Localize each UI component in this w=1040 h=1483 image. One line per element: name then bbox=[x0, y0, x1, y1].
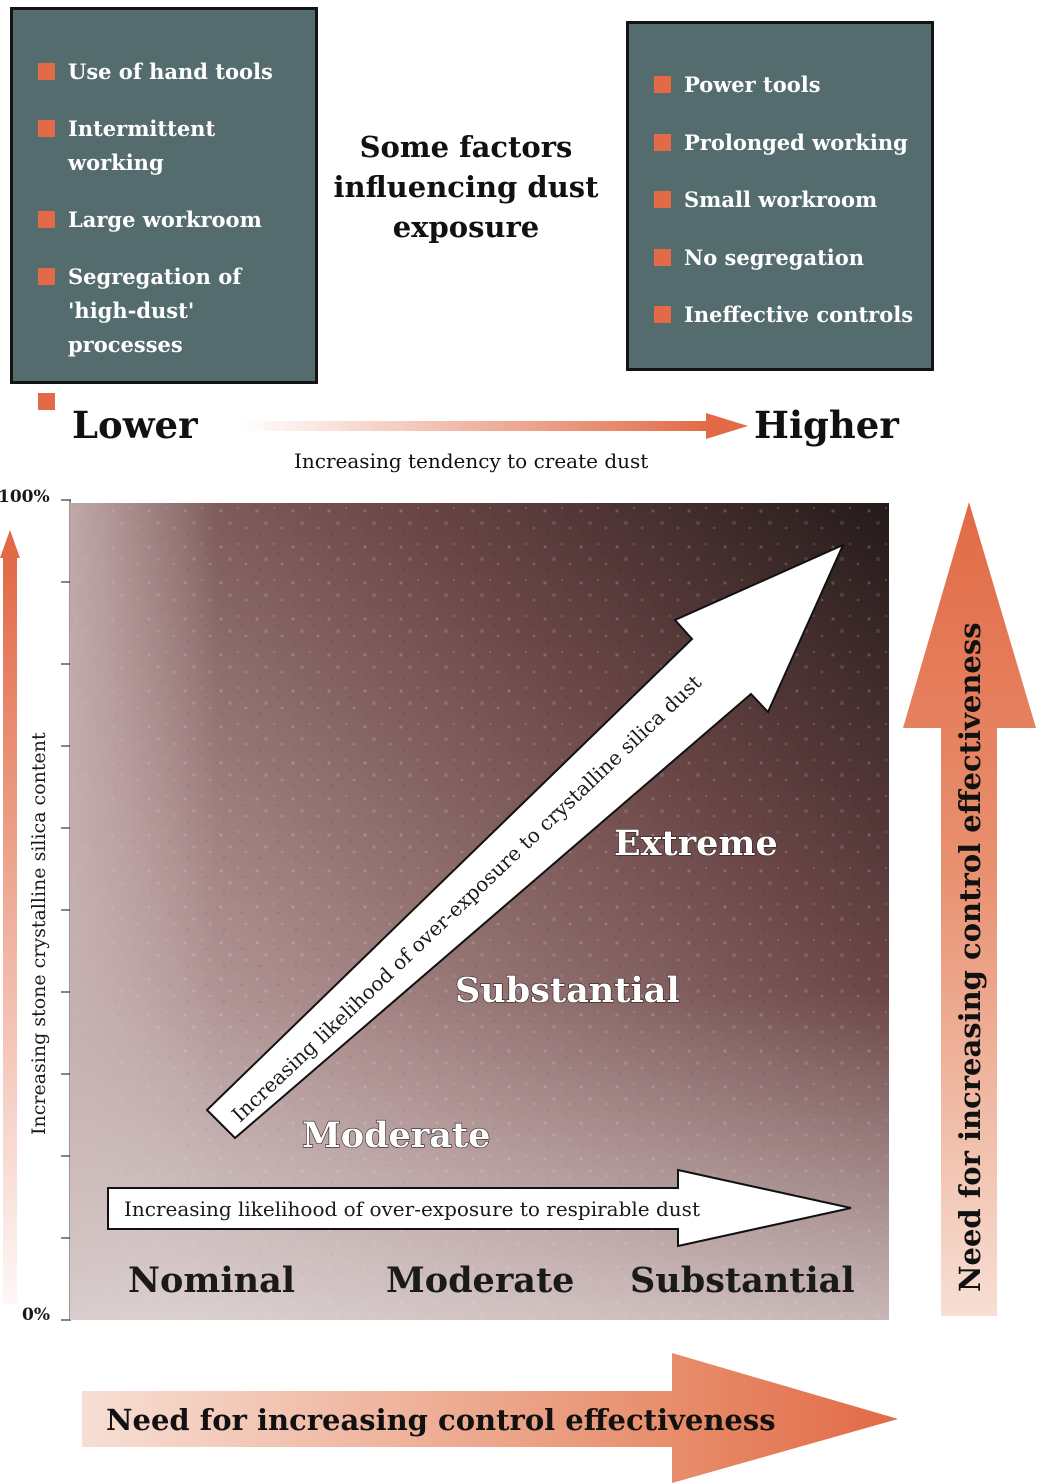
bullet-icon bbox=[654, 133, 671, 151]
bullet-icon bbox=[38, 211, 55, 228]
y-top-label: 100% bbox=[0, 487, 50, 507]
right-control-label: Need for increasing control effectivenes… bbox=[953, 622, 987, 1292]
respirable-exposure-arrow: Increasing likelihood of over-exposure t… bbox=[107, 1168, 852, 1248]
dust-level-substantial: Substantial bbox=[630, 1260, 855, 1301]
y-bottom-label: 0% bbox=[22, 1305, 50, 1325]
factor-item: Small workroom bbox=[629, 183, 931, 217]
factor-item: Power tools bbox=[629, 68, 931, 102]
low-dust-factors-box: Use of hand tools Intermittent working L… bbox=[10, 7, 318, 414]
control-effectiveness-arrow-right: Need for increasing control effectivenes… bbox=[903, 502, 1036, 1316]
diagram-title: Some factors influencing dust exposure bbox=[333, 130, 599, 244]
y-axis-label: Increasing stone crystalline silica cont… bbox=[28, 732, 50, 1135]
silica-content-arrow bbox=[0, 530, 20, 1304]
y-axis-ticks bbox=[61, 499, 71, 1321]
scale-low-label: Lower bbox=[72, 403, 198, 447]
horizontal-arrow-label: Increasing likelihood of over-exposure t… bbox=[124, 1197, 700, 1221]
bullet-icon bbox=[654, 306, 671, 323]
factor-item: Ineffective controls bbox=[629, 298, 931, 332]
tendency-arrow bbox=[240, 413, 748, 439]
scale-caption: Increasing tendency to create dust bbox=[294, 449, 649, 473]
scale-high-label: Higher bbox=[754, 403, 899, 447]
risk-level-extreme: Extreme bbox=[614, 823, 778, 864]
bullet-icon bbox=[38, 393, 55, 410]
bullet-icon bbox=[38, 268, 55, 285]
bottom-control-label: Need for increasing control effectivenes… bbox=[106, 1403, 776, 1437]
factor-item: Intermittent working bbox=[13, 112, 315, 180]
bullet-icon bbox=[654, 76, 671, 93]
risk-level-substantial: Substantial bbox=[455, 970, 680, 1011]
dust-level-moderate: Moderate bbox=[386, 1260, 574, 1301]
bullet-icon bbox=[38, 63, 55, 80]
bullet-icon bbox=[654, 248, 671, 266]
factor-item: Use of hand tools bbox=[13, 55, 315, 89]
factor-item: No segregation bbox=[629, 241, 931, 275]
risk-level-moderate: Moderate bbox=[302, 1115, 490, 1156]
dust-level-nominal: Nominal bbox=[128, 1260, 295, 1301]
factor-item: Prolonged working bbox=[629, 126, 931, 160]
bullet-icon bbox=[654, 191, 671, 208]
control-effectiveness-arrow-bottom: Need for increasing control effectivenes… bbox=[82, 1353, 898, 1483]
factor-item: Large workroom bbox=[13, 203, 315, 237]
factor-item: Effective controls bbox=[13, 385, 315, 419]
factor-item: Segregation of 'high-dust' processes bbox=[13, 260, 315, 362]
high-dust-factors-box: Power tools Prolonged working Small work… bbox=[626, 21, 934, 371]
risk-plot-area bbox=[70, 503, 889, 1320]
bullet-icon bbox=[38, 120, 55, 137]
